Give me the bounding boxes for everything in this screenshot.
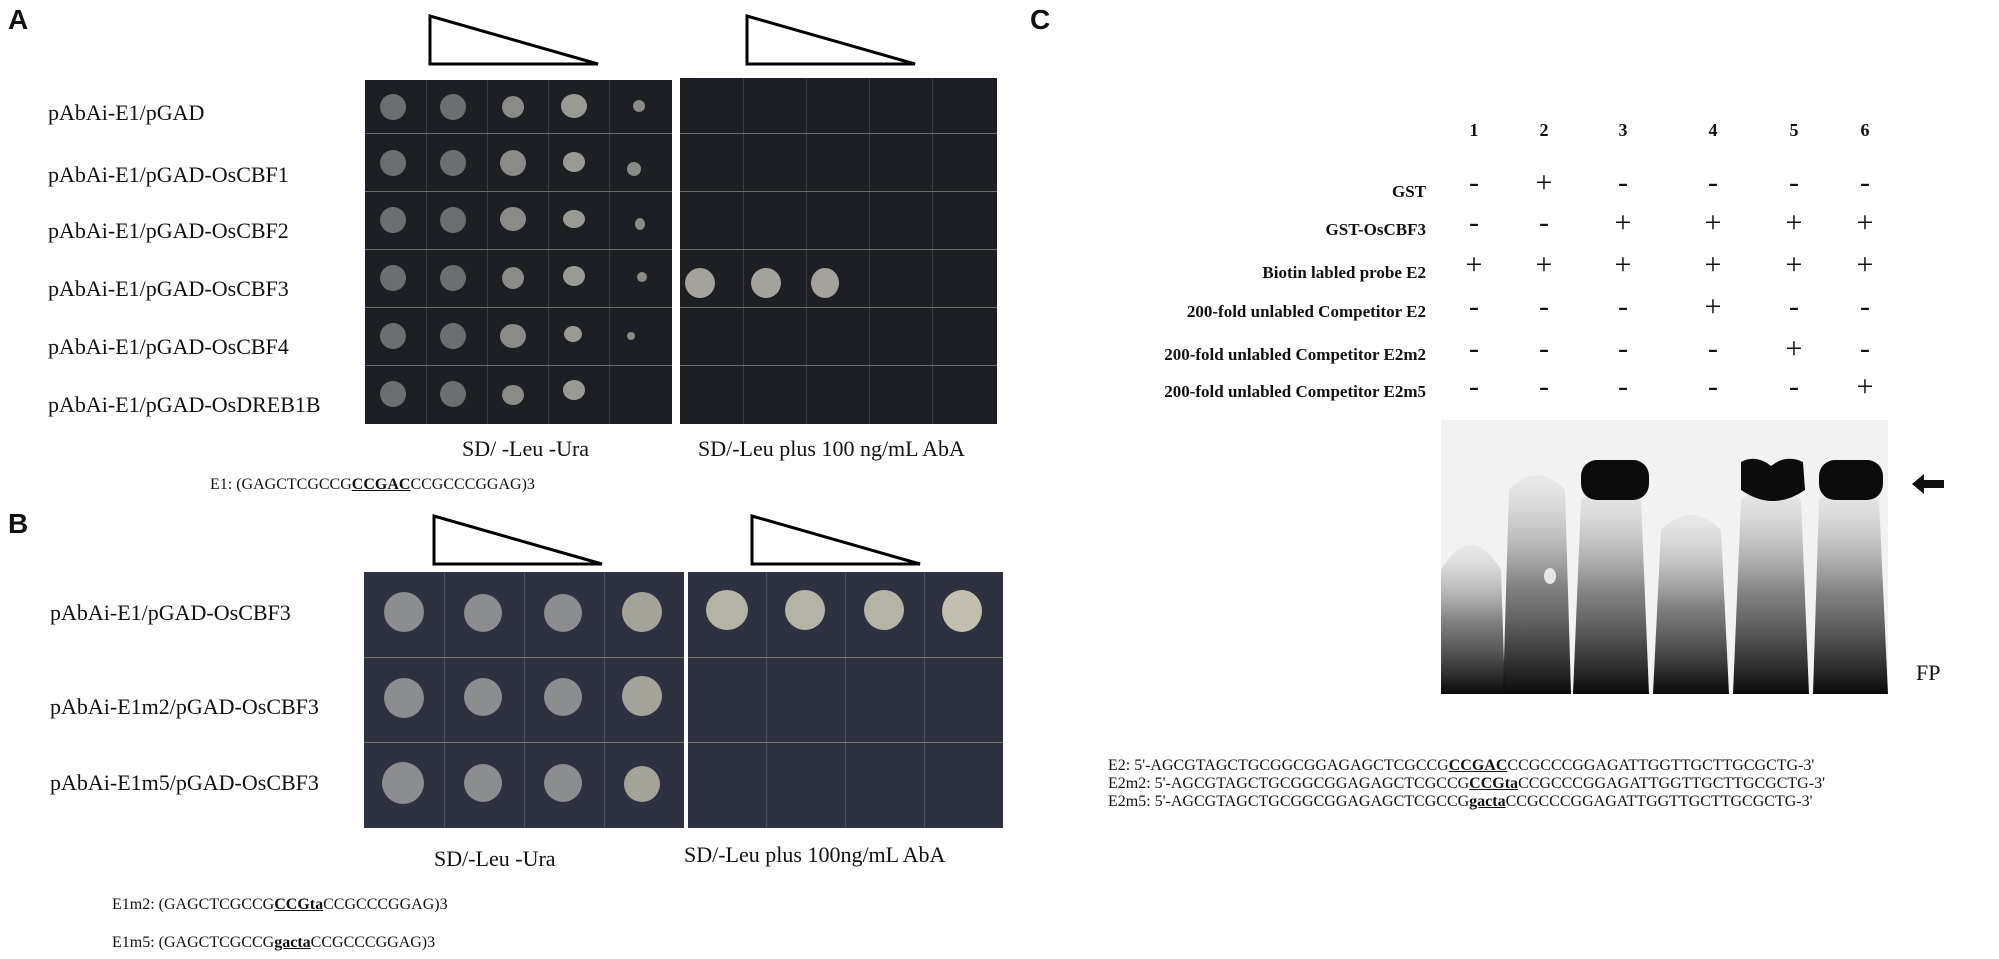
row-label-a-4: pAbAi-E1/pGAD-OsCBF3	[48, 276, 289, 301]
row-label-b-1: pAbAi-E1/pGAD-OsCBF3	[50, 600, 291, 625]
row-label-b-2: pAbAi-E1m2/pGAD-OsCBF3	[50, 694, 319, 719]
sign-r4-l4: +	[1704, 290, 1722, 323]
shifted-band-lane-5	[1741, 458, 1805, 501]
sign-r2-l6: +	[1856, 206, 1874, 239]
condition-label-competitor-e2m2: 200-fold unlabled Competitor E2m2	[1164, 345, 1426, 364]
row-label-a-1: pAbAi-E1/pGAD	[48, 100, 205, 125]
sign-r3-l6: +	[1856, 248, 1874, 281]
emsa-gel	[1441, 420, 1888, 694]
yeast-plate-a-right	[680, 78, 997, 424]
sign-r5-l6: -	[1860, 332, 1870, 365]
sign-r1-l1: -	[1469, 166, 1479, 199]
sign-r1-l4: -	[1708, 166, 1718, 199]
shifted-band-lane-6	[1819, 460, 1883, 500]
yeast-plate-b-right	[688, 572, 1003, 828]
sequence-e2m5: E2m5: 5'-AGCGTAGCTGCGGCGGAGAGCTCGCCGgact…	[1108, 793, 1813, 810]
lane-number-6: 6	[1860, 120, 1870, 140]
sign-r6-l4: -	[1708, 370, 1718, 403]
row-label-a-2: pAbAi-E1/pGAD-OsCBF1	[48, 162, 289, 187]
condition-label-probe-e2: Biotin labled probe E2	[1262, 263, 1426, 282]
free-probe-lane-5	[1733, 487, 1809, 694]
free-probe-lane-4	[1653, 515, 1729, 694]
sign-r5-l5: +	[1785, 332, 1803, 365]
lane-number-2: 2	[1539, 120, 1549, 140]
dilution-triangle-b-right	[750, 514, 921, 566]
dilution-triangle-b-left	[432, 514, 603, 566]
condition-label-gst: GST	[1391, 182, 1426, 201]
sign-r2-l1: -	[1469, 206, 1479, 239]
row-label-a-5: pAbAi-E1/pGAD-OsCBF4	[48, 334, 289, 359]
sign-r6-l5: -	[1789, 370, 1799, 403]
free-probe-lane-6	[1813, 487, 1888, 694]
lane-number-1: 1	[1469, 120, 1479, 140]
lane-number-5: 5	[1789, 120, 1799, 140]
sign-r5-l2: -	[1539, 332, 1549, 365]
dilution-triangle-a-left	[428, 14, 599, 66]
sign-r4-l2: -	[1539, 290, 1549, 323]
gel-lanes-svg	[1441, 458, 1888, 694]
sequence-e1m5: E1m5: (GAGCTCGCCGgactaCCGCCCGGAG)3	[112, 934, 436, 951]
panel-b-label: B	[8, 508, 29, 539]
panel-a-label: A	[8, 4, 29, 35]
sign-r4-l6: -	[1860, 290, 1870, 323]
sign-r1-l2: +	[1535, 166, 1553, 199]
sign-r5-l4: -	[1708, 332, 1718, 365]
sign-r4-l5: -	[1789, 290, 1799, 323]
sign-r2-l5: +	[1785, 206, 1803, 239]
sign-r5-l3: -	[1618, 332, 1628, 365]
sign-r4-l3: -	[1618, 290, 1628, 323]
sign-r1-l3: -	[1618, 166, 1628, 199]
condition-label-competitor-e2: 200-fold unlabled Competitor E2	[1186, 302, 1426, 321]
sign-r3-l5: +	[1785, 248, 1803, 281]
dilution-triangle-a-right	[745, 14, 916, 66]
sign-r1-l6: -	[1860, 166, 1870, 199]
sign-r2-l4: +	[1704, 206, 1722, 239]
sign-r3-l3: +	[1614, 248, 1632, 281]
sequence-e1: E1: (GAGCTCGCCGCCGACCCGCCCGGAG)3	[210, 476, 535, 493]
yeast-plate-b-left	[364, 572, 684, 828]
sequence-e2: E2: 5'-AGCGTAGCTGCGGCGGAGAGCTCGCCGCCGACC…	[1108, 757, 1815, 774]
medium-label-a-right: SD/-Leu plus 100 ng/mL AbA	[698, 436, 965, 461]
sign-r2-l2: -	[1539, 206, 1549, 239]
free-probe-label: FP	[1916, 660, 1941, 685]
shifted-band-lane-3	[1581, 460, 1649, 500]
sequence-e2m2: E2m2: 5'-AGCGTAGCTGCGGCGGAGAGCTCGCCGCCGt…	[1108, 775, 1825, 792]
free-probe-lane-3	[1573, 487, 1649, 694]
lane-number-4: 4	[1708, 120, 1718, 140]
sign-r2-l3: +	[1614, 206, 1632, 239]
medium-label-b-left: SD/-Leu -Ura	[434, 846, 556, 871]
arrow-left-icon	[1912, 474, 1944, 494]
sign-r6-l6: +	[1856, 370, 1874, 403]
sign-r6-l1: -	[1469, 370, 1479, 403]
sign-r6-l2: -	[1539, 370, 1549, 403]
sequence-e1m2: E1m2: (GAGCTCGCCGCCGtaCCGCCCGGAG)3	[112, 896, 448, 913]
medium-label-a-left: SD/ -Leu -Ura	[462, 436, 590, 461]
sign-r5-l1: -	[1469, 332, 1479, 365]
row-label-a-3: pAbAi-E1/pGAD-OsCBF2	[48, 218, 289, 243]
sign-r4-l1: -	[1469, 290, 1479, 323]
lane-number-3: 3	[1618, 120, 1628, 140]
sign-r6-l3: -	[1618, 370, 1628, 403]
sign-r1-l5: -	[1789, 166, 1799, 199]
row-label-b-3: pAbAi-E1m5/pGAD-OsCBF3	[50, 770, 319, 795]
free-probe-lane-2	[1503, 475, 1571, 694]
panel-c-label: C	[1030, 4, 1051, 35]
condition-label-gst-oscbf3: GST-OsCBF3	[1325, 220, 1426, 239]
condition-label-competitor-e2m5: 200-fold unlabled Competitor E2m5	[1164, 382, 1426, 401]
row-label-a-6: pAbAi-E1/pGAD-OsDREB1B	[48, 392, 321, 417]
sign-r3-l4: +	[1704, 248, 1722, 281]
sign-r3-l2: +	[1535, 248, 1553, 281]
sign-r3-l1: +	[1465, 248, 1483, 281]
medium-label-b-right: SD/-Leu plus 100ng/mL AbA	[684, 842, 946, 867]
free-probe-lane-1	[1441, 545, 1505, 694]
yeast-plate-a-left	[365, 80, 672, 424]
